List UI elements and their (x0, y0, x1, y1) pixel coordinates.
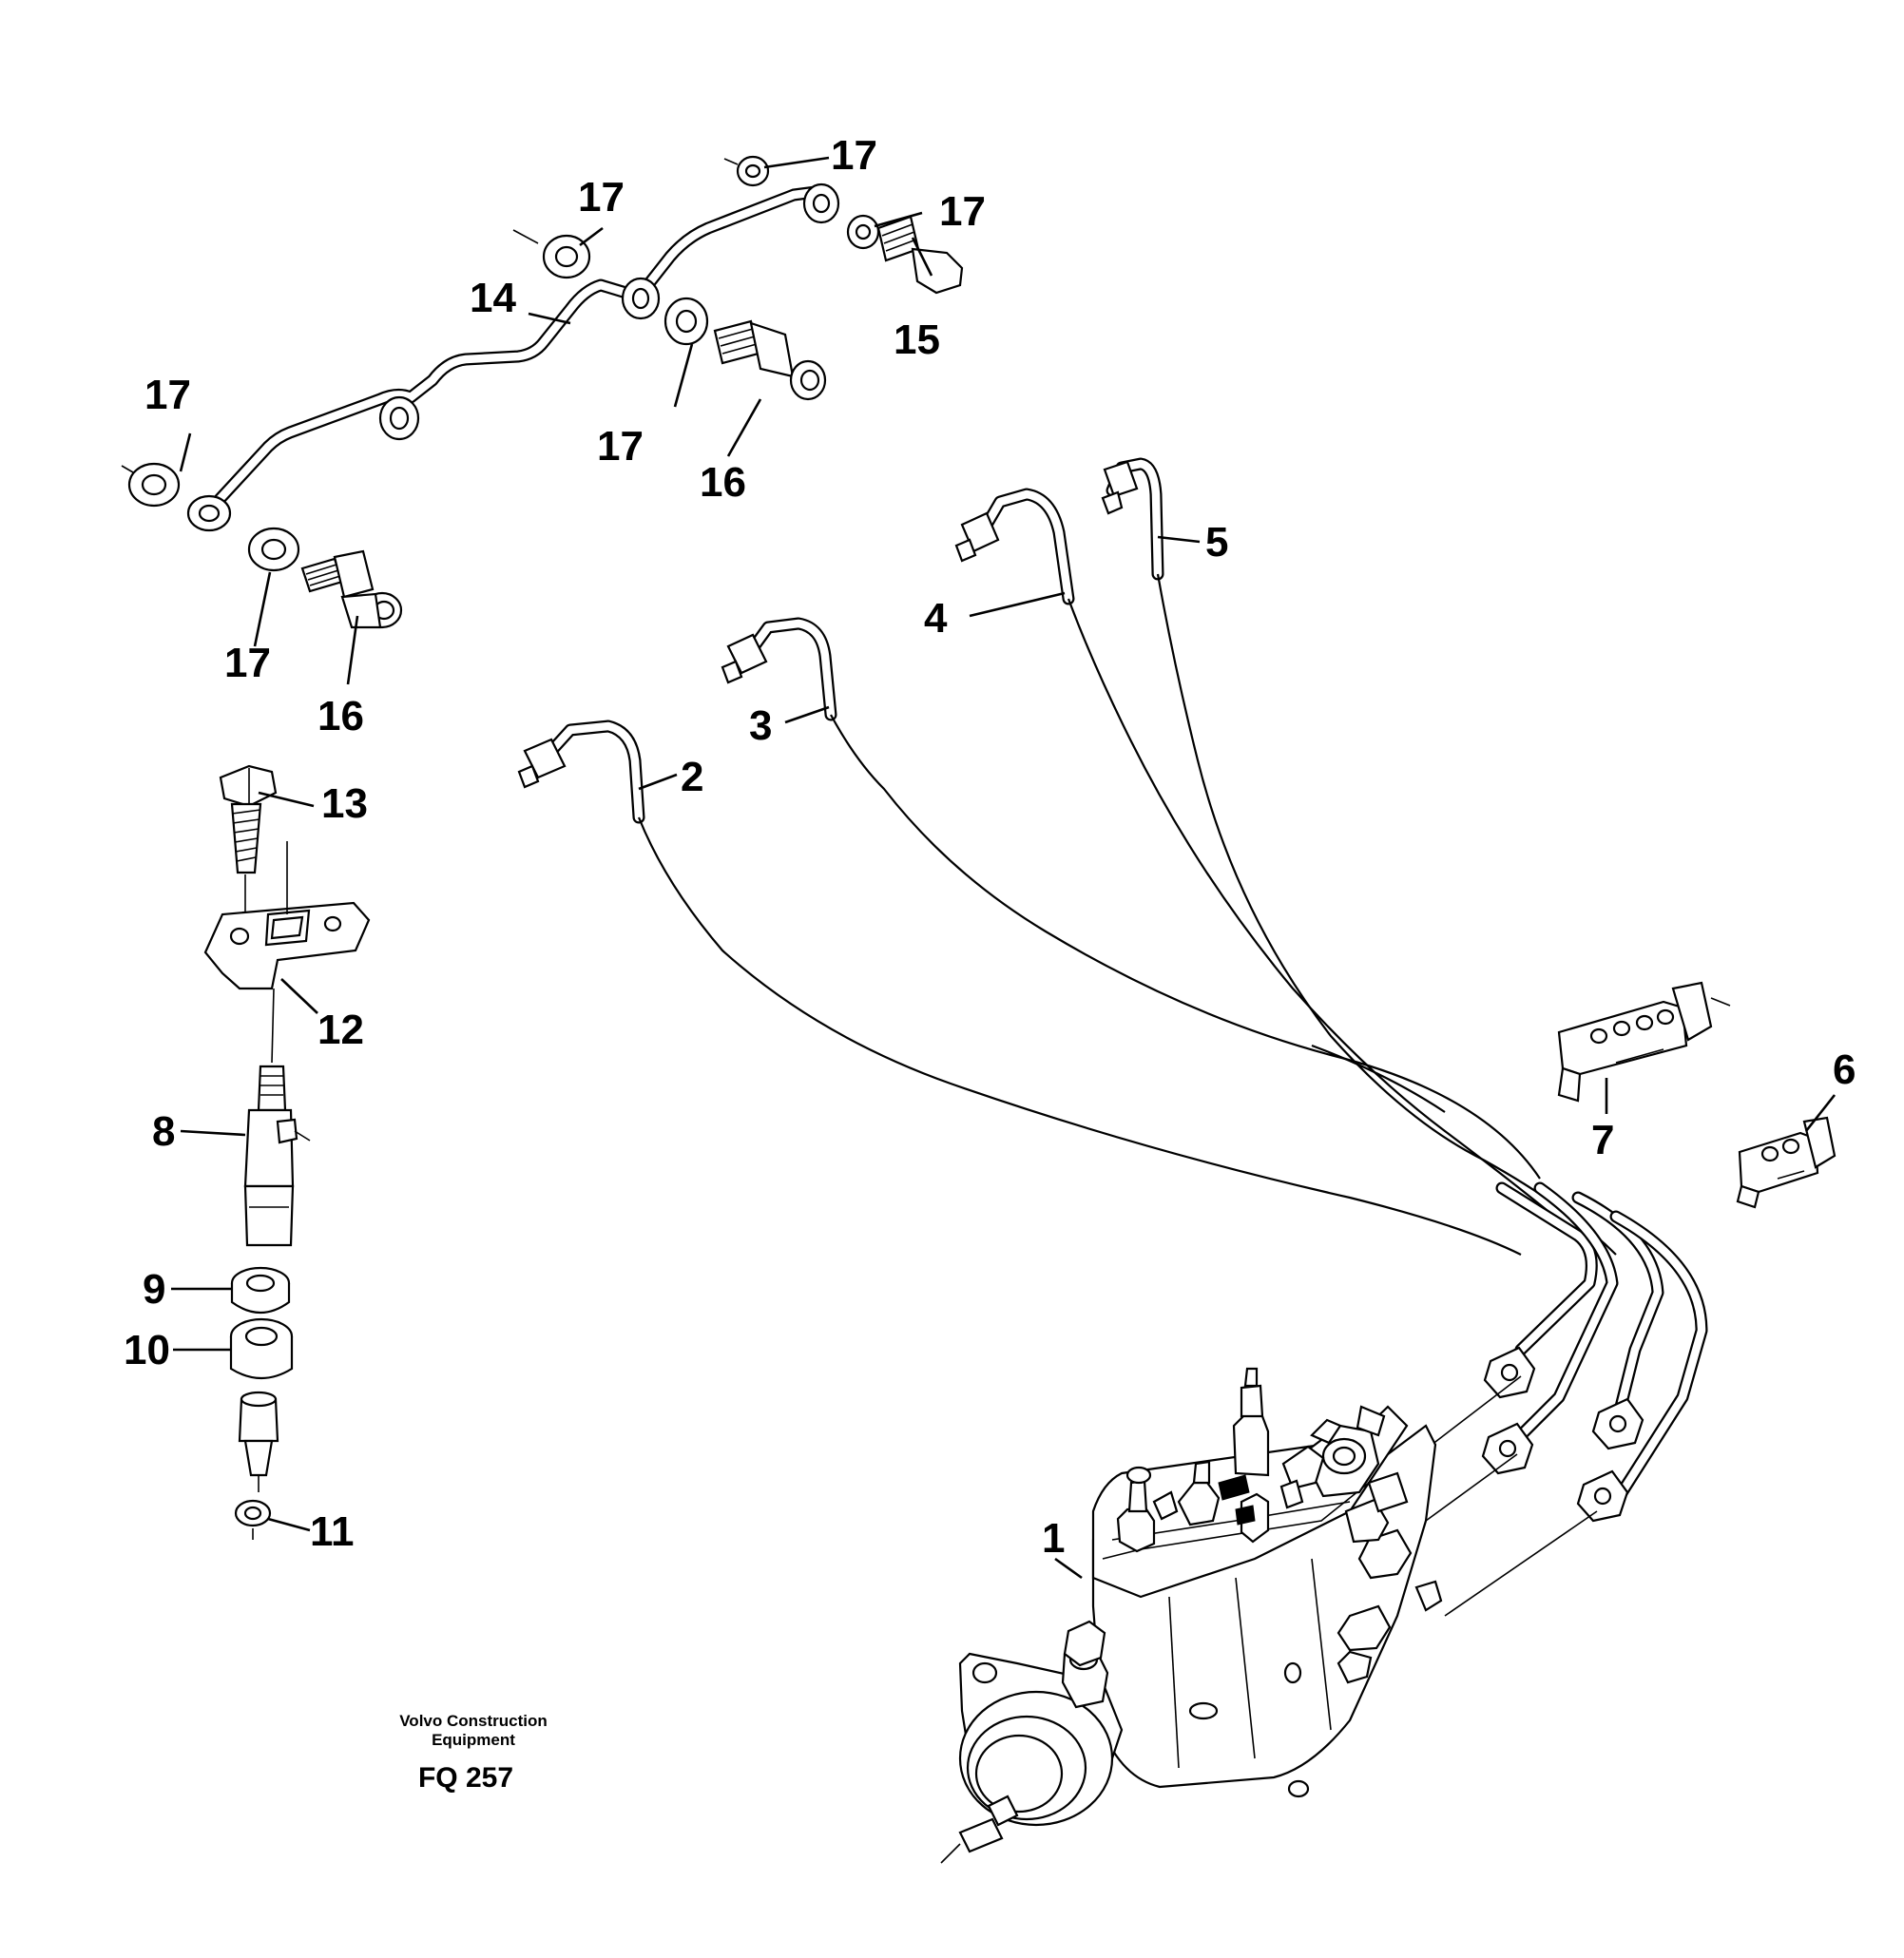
callout-9: 9 (143, 1266, 165, 1313)
callout-15: 15 (894, 317, 940, 363)
callout-17b: 17 (578, 174, 625, 221)
injector-seal-washer (234, 1499, 272, 1540)
banjo-bolts (300, 215, 964, 629)
pressure-pipe-5 (1101, 457, 1617, 1256)
clamp-7 (1557, 981, 1731, 1103)
callout-17f: 17 (224, 640, 271, 686)
injector-washer (230, 1266, 291, 1314)
pressure-pipe-4 (954, 488, 1579, 1237)
callout-17c: 17 (939, 188, 986, 235)
pipe-union-nuts (1406, 1346, 1644, 1617)
callout-4: 4 (924, 595, 948, 642)
credit-line-1: Volvo Construction (399, 1712, 548, 1730)
callout-7: 7 (1591, 1117, 1614, 1163)
callout-17a: 17 (831, 132, 877, 179)
injector-nozzle (238, 1391, 279, 1492)
pressure-pipe-2 (517, 720, 1522, 1256)
leak-off-pipe-assembly (186, 182, 840, 532)
credit-line-2: Equipment (432, 1731, 515, 1749)
pressure-pipe-3 (721, 617, 1541, 1180)
drawing-code: FQ 257 (418, 1762, 513, 1794)
callout-16b: 16 (317, 693, 364, 739)
injection-pump (940, 1367, 1443, 1864)
bolt-15 (876, 215, 964, 295)
callout-1: 1 (1042, 1515, 1065, 1562)
callout-16a: 16 (700, 459, 746, 506)
clamp-6 (1736, 1116, 1837, 1209)
callout-5: 5 (1205, 519, 1228, 566)
callout-8: 8 (152, 1108, 175, 1155)
callout-numbers: 1 2 3 4 5 6 7 8 9 10 11 12 13 14 15 16 1… (124, 132, 1856, 1562)
injector-clamp (203, 841, 371, 990)
leader-lines (171, 156, 1837, 1580)
callout-11: 11 (310, 1508, 355, 1555)
callout-13: 13 (321, 780, 368, 827)
high-pressure-pipes (517, 457, 1708, 1617)
injector-body (243, 988, 311, 1247)
callout-12: 12 (317, 1007, 364, 1053)
banjo-bolt-middle (713, 319, 827, 401)
banjo-bolt-left (300, 549, 403, 629)
credit-block: Volvo Construction Equipment FQ 257 (399, 1712, 548, 1794)
sealing-washers (121, 155, 880, 572)
callout-10: 10 (124, 1327, 170, 1373)
clamp-bolt (219, 764, 278, 912)
pipe-bundle (1311, 1044, 1708, 1508)
injector-sleeve (229, 1317, 294, 1379)
pipe-clamps (1557, 981, 1837, 1209)
callout-3: 3 (749, 702, 772, 749)
callout-14: 14 (470, 275, 516, 321)
injector-assembly (203, 764, 371, 1540)
callout-6: 6 (1833, 1046, 1856, 1093)
callout-2: 2 (681, 754, 703, 800)
callout-17e: 17 (597, 423, 644, 470)
callout-17d: 17 (144, 372, 191, 418)
